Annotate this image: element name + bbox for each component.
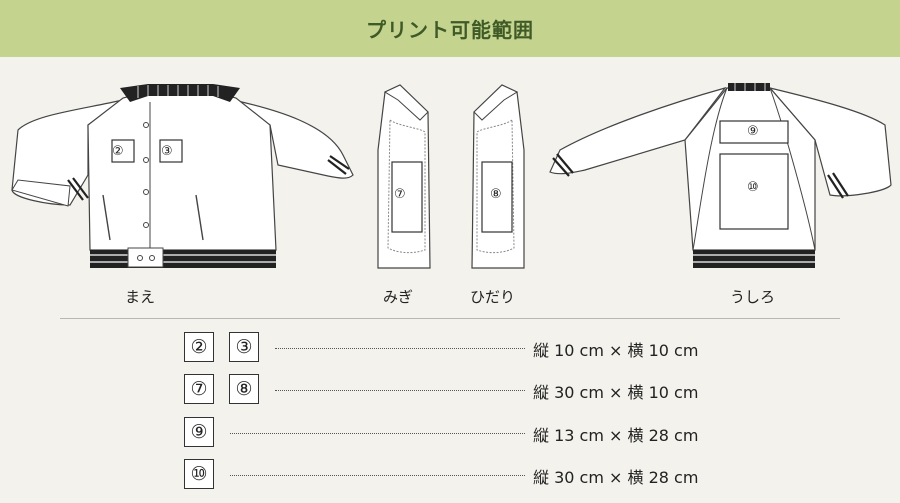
zone-label-10: ⑩ bbox=[747, 180, 759, 195]
back-view-label: うしろ bbox=[730, 288, 776, 306]
zone-label-3: ③ bbox=[161, 144, 173, 159]
jacket-back-illustration bbox=[549, 83, 892, 268]
left-sleeve-view-label: ひだり bbox=[470, 288, 516, 306]
size-row: ⑨ 縦 13 cm × 横 28 cm bbox=[0, 417, 900, 451]
right-sleeve-view-label: みぎ bbox=[383, 288, 414, 306]
zone-label-9: ⑨ bbox=[747, 124, 759, 139]
dotted-leader bbox=[230, 475, 525, 476]
jacket-right-sleeve-illustration bbox=[377, 84, 431, 269]
section-divider bbox=[60, 318, 840, 319]
size-row: ⑩ 縦 30 cm × 横 28 cm bbox=[0, 459, 900, 493]
zone-badge: ② bbox=[184, 332, 214, 362]
page-title: プリント可能範囲 bbox=[366, 18, 534, 42]
jacket-front-illustration bbox=[11, 84, 354, 268]
zone-label-8: ⑧ bbox=[490, 187, 502, 202]
dotted-leader bbox=[230, 433, 525, 434]
zone-label-2: ② bbox=[112, 144, 124, 159]
dotted-leader bbox=[275, 348, 525, 349]
size-dimensions: 縦 30 cm × 横 28 cm bbox=[533, 468, 699, 487]
zone-badge: ⑩ bbox=[184, 459, 214, 489]
zone-badge: ⑦ bbox=[184, 374, 214, 404]
size-row: ⑦ ⑧ 縦 30 cm × 横 10 cm bbox=[0, 374, 900, 408]
header-banner: プリント可能範囲 bbox=[0, 0, 900, 57]
zone-badge: ⑧ bbox=[229, 374, 259, 404]
jacket-left-sleeve-illustration bbox=[471, 84, 525, 269]
zone-badge: ③ bbox=[229, 332, 259, 362]
zone-badge: ⑨ bbox=[184, 417, 214, 447]
zone-label-7: ⑦ bbox=[394, 187, 406, 202]
size-dimensions: 縦 13 cm × 横 28 cm bbox=[533, 426, 699, 445]
size-dimensions: 縦 30 cm × 横 10 cm bbox=[533, 383, 699, 402]
front-view-label: まえ bbox=[125, 288, 156, 306]
size-row: ② ③ 縦 10 cm × 横 10 cm bbox=[0, 332, 900, 366]
dotted-leader bbox=[275, 390, 525, 391]
size-dimensions: 縦 10 cm × 横 10 cm bbox=[533, 341, 699, 360]
